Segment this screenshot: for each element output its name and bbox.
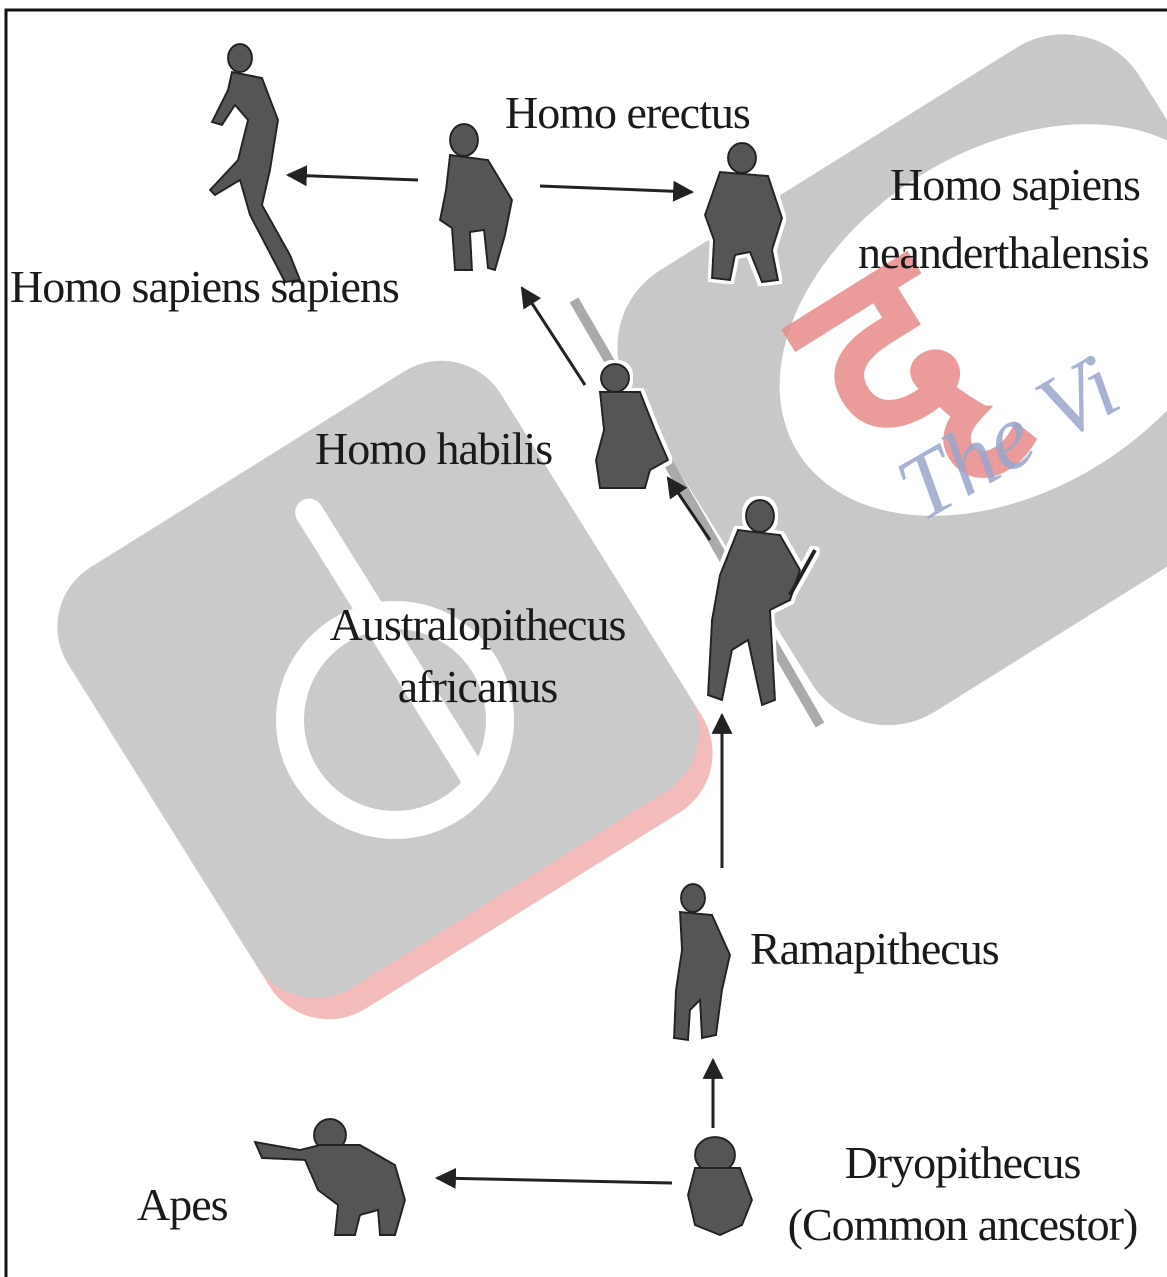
label-homo-sapiens-sapiens: Homo sapiens sapiens [10,262,399,313]
label-homo-erectus: Homo erectus [505,88,750,139]
label-dryopithecus-line1: Dryopithecus [780,1138,1145,1189]
figure-apes [255,1119,405,1235]
arrow-dryopithecus-to-apes [437,1178,672,1183]
label-dryopithecus-line2: (Common ancestor) [780,1200,1145,1251]
label-ramapithecus: Ramapithecus [750,924,999,975]
label-australopithecus-line1: Australopithecus [315,600,640,651]
arrow-erectus-to-neanderthal [540,186,692,192]
figure-dryopithecus [688,1137,752,1235]
label-neanderthal-line2: neanderthalensis [858,228,1149,279]
arrow-erectus-to-sapiens [288,175,418,180]
label-apes: Apes [137,1180,228,1231]
figure-ramapithecus [674,884,730,1040]
figure-homo-sapiens-sapiens [210,44,300,282]
label-homo-habilis: Homo habilis [315,424,552,475]
label-australopithecus-line2: africanus [315,662,640,713]
figure-homo-erectus [440,124,512,270]
label-neanderthal-line1: Homo sapiens [890,160,1140,211]
